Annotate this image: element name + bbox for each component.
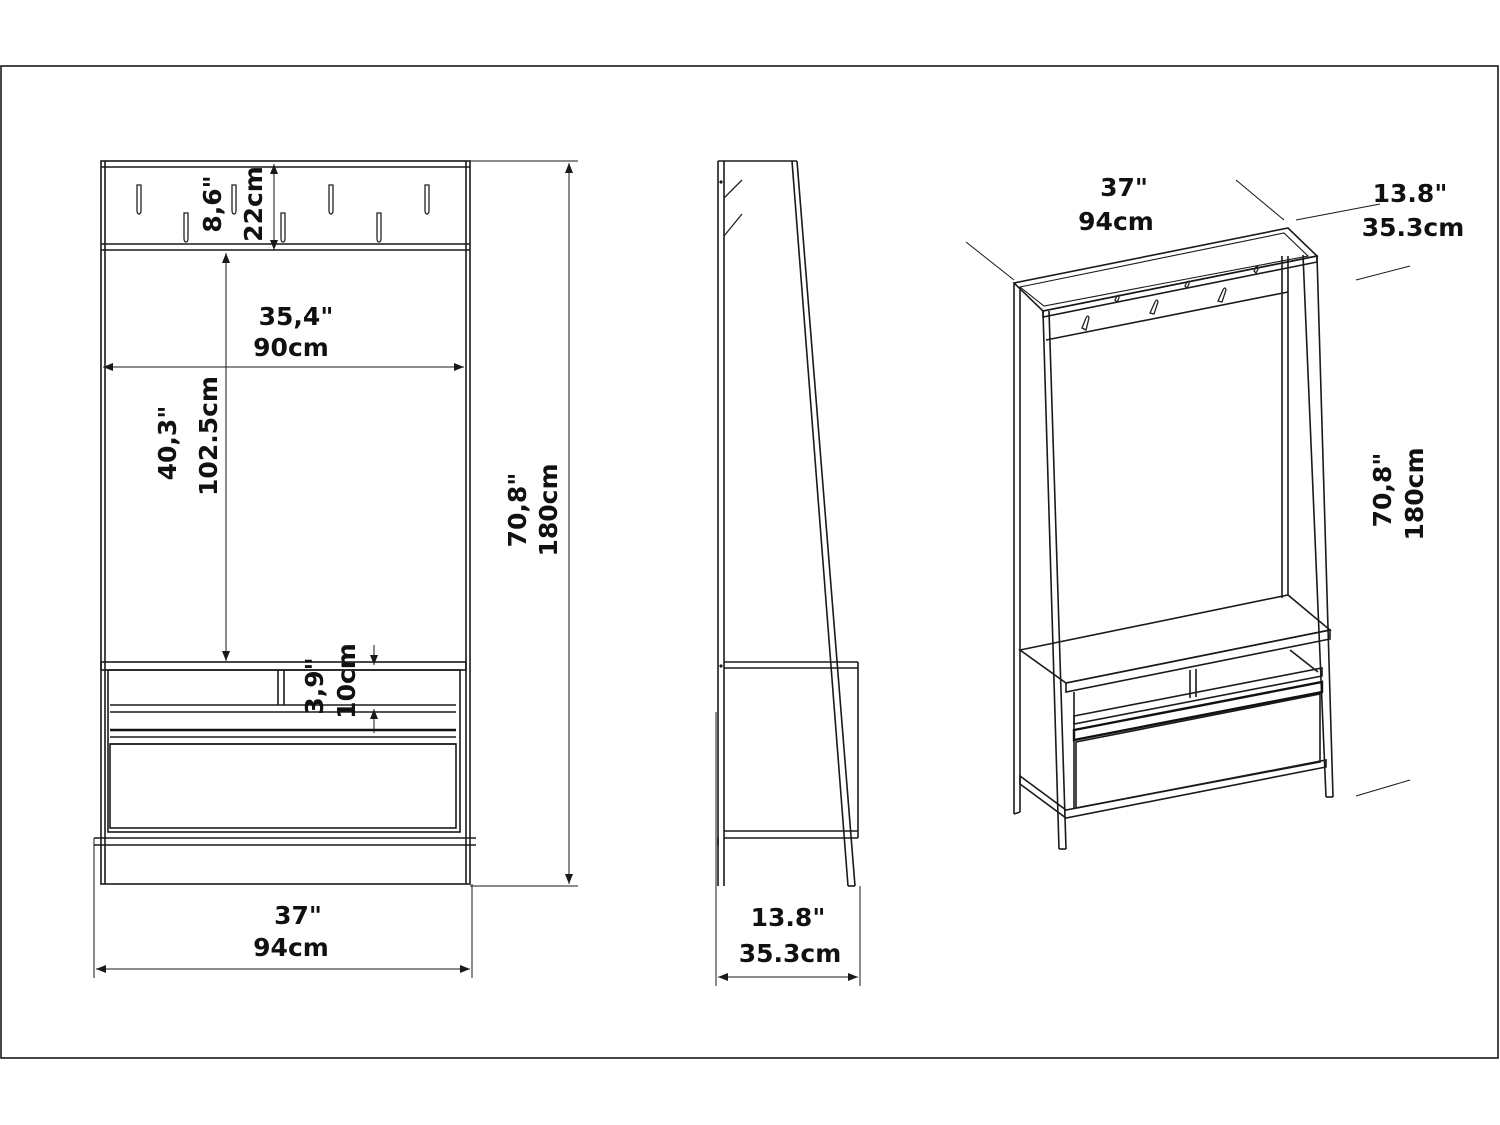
label-shelf-gap-cm: 10cm (332, 643, 361, 719)
label-shelf-gap-inch: 3,9" (300, 657, 329, 714)
side-view: 13.8" 35.3cm (715, 160, 861, 986)
label-total-width-cm: 94cm (253, 933, 329, 962)
page-border (0, 65, 1499, 1059)
label-hook-height-cm: 22cm (239, 166, 268, 242)
label-side-depth-inch: 13.8" (751, 903, 826, 932)
label-iso-depth-cm: 35.3cm (1362, 213, 1465, 242)
front-bench-top (100, 661, 467, 671)
iso-view: 37" 94cm 13.8" 35.3cm 70,8" 180cm (965, 173, 1465, 850)
front-view: 8,6" 22cm 35,4" 90cm 40,3" 102.5cm 70,8"… (93, 160, 578, 978)
label-inner-width-inch: 35,4" (259, 302, 334, 331)
iso-hooks (1081, 265, 1259, 331)
label-iso-height-inch: 70,8" (1368, 453, 1397, 528)
label-iso-depth-inch: 13.8" (1373, 179, 1448, 208)
label-hook-height-inch: 8,6" (198, 175, 227, 232)
label-iso-width-inch: 37" (1100, 173, 1148, 202)
label-inner-width-cm: 90cm (253, 333, 329, 362)
label-total-height-cm: 180cm (534, 463, 563, 556)
front-hooks (136, 184, 430, 243)
label-total-width-inch: 37" (274, 901, 322, 930)
front-frame (100, 160, 471, 885)
label-inner-height-cm: 102.5cm (194, 376, 223, 496)
label-iso-width-cm: 94cm (1078, 207, 1154, 236)
label-total-height-inch: 70,8" (503, 473, 532, 548)
label-iso-height-cm: 180cm (1400, 447, 1429, 540)
label-side-depth-cm: 35.3cm (739, 939, 842, 968)
label-inner-height-inch: 40,3" (153, 406, 182, 481)
